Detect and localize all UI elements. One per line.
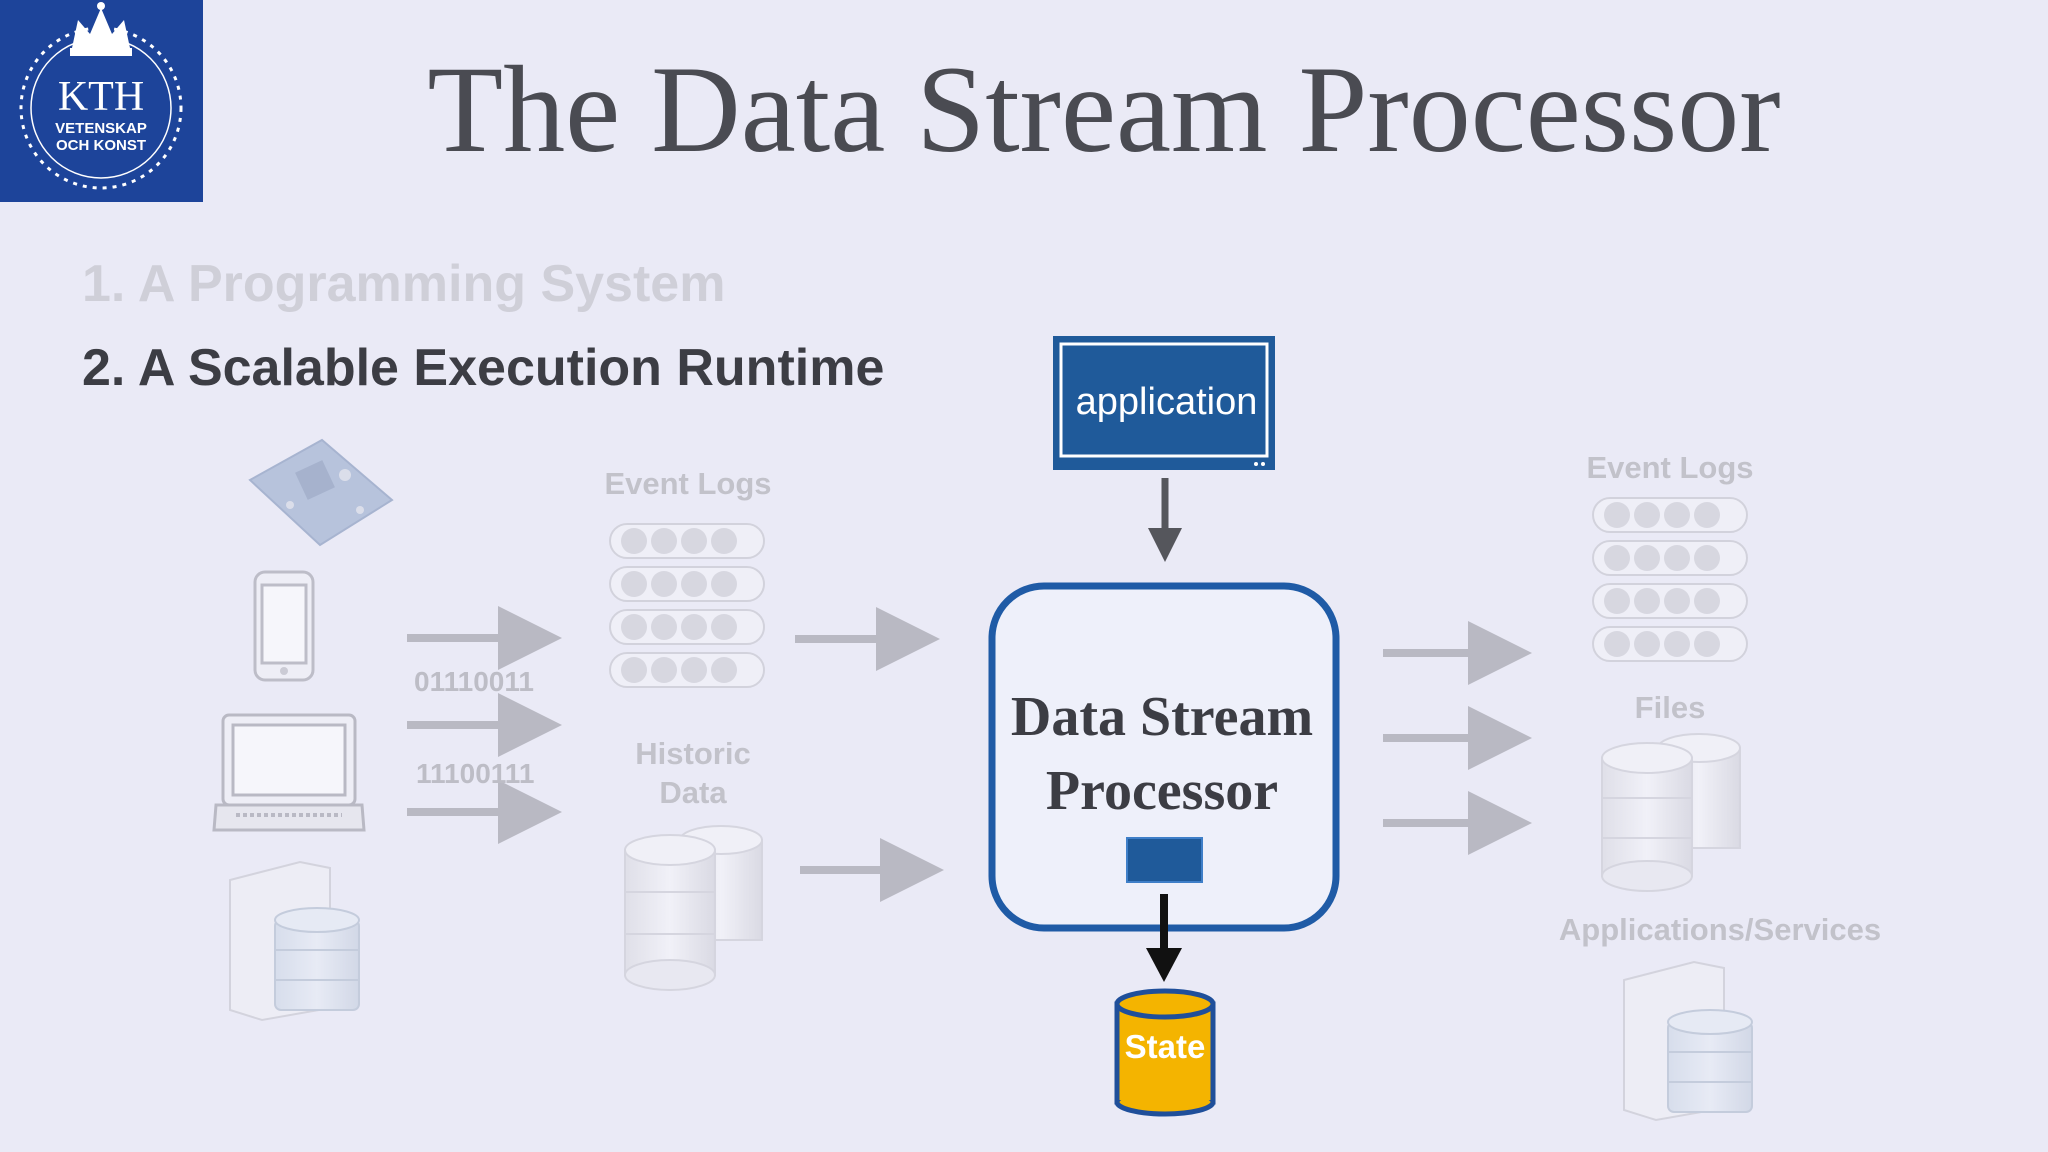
- arrow-application-to-processor: [1148, 478, 1182, 562]
- files-database-icon: [1601, 733, 1741, 892]
- laptop-icon: [212, 713, 366, 832]
- application-label: application: [1075, 380, 1258, 423]
- processor-label: Data Stream Processor: [992, 680, 1332, 828]
- applications-services-label: Applications/Services: [1558, 912, 1882, 947]
- historic-data-label-line1: Historic: [635, 736, 751, 771]
- kth-logo: KTH VETENSKAP OCH KONST: [0, 0, 203, 202]
- historic-data-database-icon: [624, 825, 763, 991]
- binary-label-2: 11100111: [416, 758, 535, 789]
- event-logs-icon-left: [609, 523, 765, 688]
- arrow-processor-to-state: [1146, 894, 1182, 982]
- logo-kth-text: KTH: [58, 74, 144, 120]
- state-cylinder-icon: [1114, 988, 1216, 1117]
- processor-operator-icon: [1126, 837, 1203, 883]
- logo-line2-text: OCH KONST: [56, 137, 146, 154]
- processor-label-line2: Processor: [1045, 760, 1279, 822]
- sensor-board-icon: [248, 438, 394, 547]
- binary-label-1: 01110011: [414, 666, 534, 697]
- applications-server-icon: [1623, 960, 1753, 1122]
- event-logs-label-right: Event Logs: [1586, 450, 1754, 485]
- point-scalable-runtime: 2. A Scalable Execution Runtime: [82, 339, 885, 397]
- application-box: [1053, 336, 1275, 470]
- event-logs-icon-right: [1592, 497, 1748, 662]
- device-arrows: [407, 606, 562, 844]
- crown-icon: [70, 2, 132, 56]
- point-programming-system: 1. A Programming System: [82, 255, 726, 313]
- event-logs-label-left: Event Logs: [604, 466, 772, 501]
- server-database-icon: [229, 860, 360, 1022]
- files-label: Files: [1634, 690, 1706, 725]
- slide-title: The Data Stream Processor: [427, 41, 1781, 178]
- historic-data-label-line2: Data: [659, 775, 727, 810]
- phone-icon: [253, 570, 315, 682]
- processor-label-line1: Data Stream: [1010, 686, 1314, 748]
- state-label: State: [1124, 1028, 1206, 1065]
- logo-line1-text: VETENSKAP: [55, 120, 147, 137]
